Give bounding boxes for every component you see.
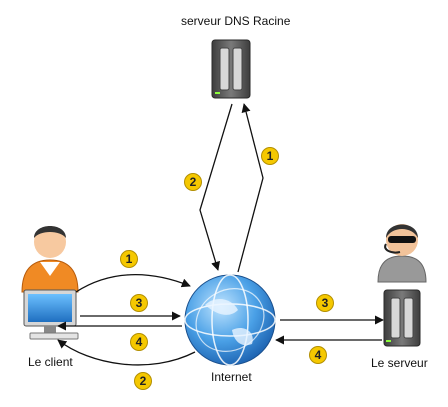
client-person-icon	[21, 226, 79, 293]
root-server-label: serveur DNS Racine	[181, 14, 291, 28]
step-badge-root-up: 1	[261, 147, 279, 165]
server-icon	[383, 289, 421, 347]
step-badge-internet-to-server: 3	[316, 294, 334, 312]
internet-globe-icon	[184, 274, 276, 366]
arrow-internet-to-root	[237, 103, 264, 273]
step-badge-root-down: 2	[184, 173, 202, 191]
server-person-icon	[377, 224, 427, 283]
client-label: Le client	[28, 355, 73, 369]
step-badge-client-to-internet: 1	[120, 250, 138, 268]
step-badge-client-request: 3	[130, 294, 148, 312]
arrow-root-to-internet	[199, 103, 233, 271]
step-badge-client-response: 4	[130, 333, 148, 351]
internet-label: Internet	[211, 370, 252, 384]
server-label: Le serveur	[371, 356, 428, 370]
root-server-icon	[211, 39, 251, 99]
step-badge-internet-to-client: 2	[134, 372, 152, 390]
step-badge-server-to-internet: 4	[309, 346, 327, 364]
arrow-internet-to-client	[57, 339, 196, 366]
arrow-client-to-internet	[75, 274, 191, 293]
client-computer-icon	[23, 289, 79, 340]
